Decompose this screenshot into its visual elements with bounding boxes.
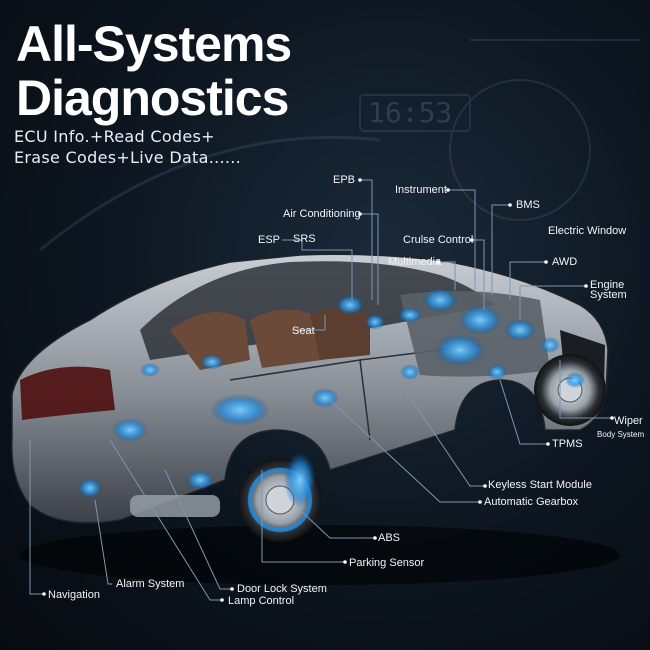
callout-lines — [29, 179, 612, 601]
label-wiper: Wiper — [614, 415, 643, 427]
subtitle-line-2: Erase Codes+Live Data...... — [14, 148, 242, 167]
label-awd: AWD — [552, 256, 578, 268]
subtitle-line-1: ECU Info.+Read Codes+ — [14, 127, 215, 146]
label-lamp-control: Lamp Control — [228, 595, 295, 607]
background-clock-readout: 16:53 — [368, 96, 452, 129]
label-srs: SRS — [293, 233, 316, 245]
label-tpms: TPMS — [552, 438, 583, 450]
label-cruise-control: Crulse Control — [403, 234, 474, 246]
headline-line-2: Diagnostics — [16, 70, 289, 126]
label-instrument: Instrument — [395, 184, 447, 196]
label-multimedia: Multimedia — [388, 256, 442, 268]
headline-line-1: All-Systems — [16, 16, 292, 72]
label-seat: Seat — [292, 325, 315, 337]
label-automatic-gearbox: Automatic Gearbox — [484, 496, 579, 508]
label-keyless-start-module: Keyless Start Module — [488, 479, 592, 491]
label-body-system: Body System — [597, 430, 645, 439]
label-engine-system: Engine System — [590, 279, 627, 301]
label-navigation: Navigation — [48, 589, 100, 601]
label-engine-system-line2: System — [590, 289, 627, 301]
label-engine-system-line1: Engine — [590, 279, 625, 291]
label-parking-sensor: Parking Sensor — [349, 557, 425, 569]
label-alarm-system: Alarm System — [116, 578, 185, 590]
component-highlights — [78, 288, 585, 508]
label-electric-window: Electric Window — [548, 225, 627, 237]
label-esp: ESP — [258, 234, 281, 246]
label-bms: BMS — [516, 199, 540, 211]
label-air-conditioning: Air Conditioning — [283, 208, 361, 220]
label-abs: ABS — [378, 532, 401, 544]
callout-dots — [42, 178, 614, 602]
label-door-lock-system: Door Lock System — [237, 583, 327, 595]
label-epb: EPB — [333, 174, 356, 186]
background-dashboard — [39, 39, 640, 252]
wheel-front — [534, 354, 606, 426]
